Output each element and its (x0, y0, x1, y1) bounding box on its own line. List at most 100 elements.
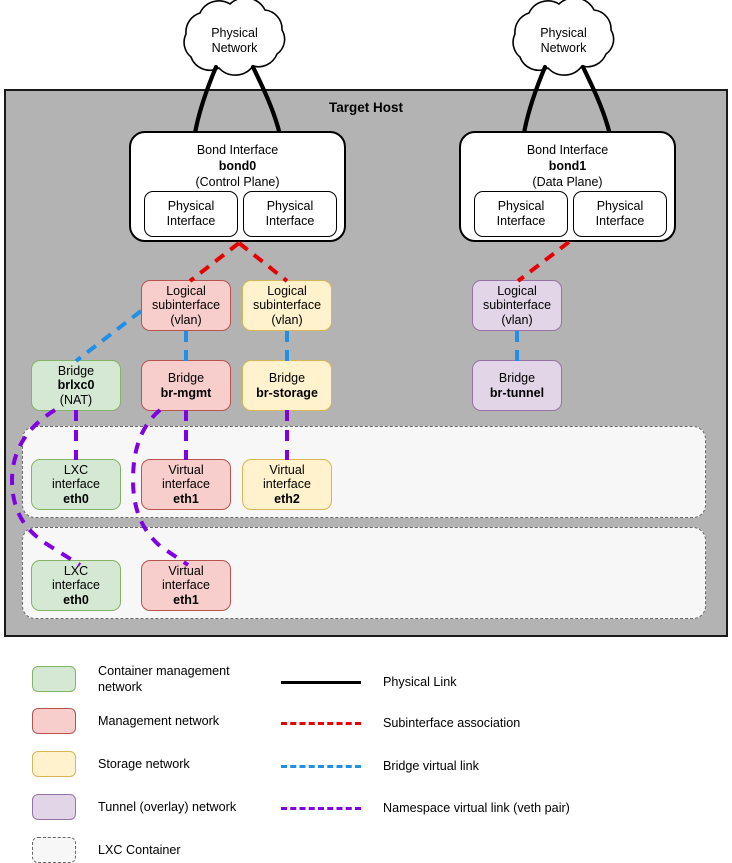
legend-label-tunnel: Tunnel (overlay) network (98, 799, 237, 814)
subif-storage-line2: subinterface (252, 298, 322, 313)
g2-if0-line1: LXC (63, 563, 89, 578)
bond0-phy2-line2: Interface (265, 214, 315, 228)
cloud-left-label: Physical Network (186, 26, 283, 56)
bond0-plane: (Control Plane) (195, 175, 280, 189)
bond1-title: Bond Interface bond1 (Data Plane) (461, 142, 674, 190)
lxc-interface-eth0-group1: LXC interface eth0 (31, 459, 121, 510)
g2-if1-line1: Virtual (168, 563, 204, 578)
legend-swatch-row-0: Container management network (32, 663, 230, 696)
legend-swatch-row-3: Tunnel (overlay) network (32, 794, 236, 820)
cloud-left-label-line2: Network (211, 41, 258, 55)
bridge-br-mgmt-name: br-mgmt (160, 385, 212, 400)
legend-label-container-management: Container management network (98, 663, 230, 696)
bond0-title: Bond Interface bond0 (Control Plane) (131, 142, 344, 190)
g2-if1-line2: interface (162, 578, 210, 593)
legend-swatch-row-2: Storage network (32, 751, 190, 777)
legend-line-bridge (281, 764, 361, 768)
legend-label-physical-link: Physical Link (383, 675, 457, 689)
bond1-physical-interface-1: Physical Interface (474, 191, 568, 237)
legend-swatch-container-management (32, 666, 76, 693)
g1-if2-line2: interface (263, 477, 311, 492)
bridge-br-storage-name: br-storage (256, 385, 318, 400)
bridge-br-tunnel: Bridge br-tunnel (472, 360, 562, 411)
cloud-right-label: Physical Network (515, 26, 612, 56)
bond0-phy1-line1: Physical (167, 199, 215, 213)
cloud-left-label-line1: Physical (211, 26, 258, 40)
bond1-phy1-line1: Physical (497, 199, 545, 213)
legend-swatch-management (32, 708, 76, 734)
legend-line-row-1: Subinterface association (281, 715, 520, 731)
g2-if0-line2: interface (52, 578, 100, 593)
legend-line-veth (281, 806, 361, 810)
legend-label-0-line1: Container management (98, 664, 230, 678)
legend-line-row-2: Bridge virtual link (281, 758, 479, 774)
g2-if1-dev: eth1 (173, 592, 199, 607)
legend-line-row-3: Namespace virtual link (veth pair) (281, 800, 570, 816)
bond1-name: bond1 (548, 159, 587, 173)
legend-swatch-row-1: Management network (32, 708, 219, 734)
legend: Container management network Management … (0, 645, 732, 863)
g1-if1-dev: eth1 (173, 491, 199, 506)
bond0-name: bond0 (218, 159, 257, 173)
bridge-brlxc0-name: brlxc0 (57, 378, 95, 393)
subif-storage-line3: (vlan) (271, 312, 303, 327)
bond1-phy2-line1: Physical (596, 199, 644, 213)
g1-if0-dev: eth0 (63, 491, 89, 506)
bond-interface-bond0: Bond Interface bond0 (Control Plane) Phy… (129, 131, 346, 242)
legend-label-bridge-virtual-link: Bridge virtual link (383, 759, 479, 773)
legend-label-namespace-virtual-link: Namespace virtual link (veth pair) (383, 801, 570, 815)
cloud-right-label-line2: Network (540, 41, 587, 55)
bridge-br-storage: Bridge br-storage (242, 360, 332, 411)
bridge-br-storage-kind: Bridge (268, 370, 306, 385)
lxc-interface-eth0-group2: LXC interface eth0 (31, 560, 121, 611)
subif-mgmt-line2: subinterface (151, 298, 221, 313)
g1-if1-line1: Virtual (168, 462, 204, 477)
target-host-title: Target Host (328, 100, 403, 115)
virtual-interface-eth2-group1: Virtual interface eth2 (242, 459, 332, 510)
subif-storage-line1: Logical (267, 283, 307, 298)
legend-line-subinterface (281, 721, 361, 725)
legend-label-management: Management network (98, 713, 220, 728)
g1-if0-line1: LXC (63, 462, 89, 477)
cloud-right-label-line1: Physical (540, 26, 587, 40)
subif-tunnel-line3: (vlan) (501, 312, 533, 327)
subif-tunnel-line2: subinterface (482, 298, 552, 313)
bridge-brlxc0: Bridge brlxc0 (NAT) (31, 360, 121, 411)
bond1-heading: Bond Interface (526, 143, 609, 157)
bond1-phy2-line2: Interface (595, 214, 645, 228)
bond0-physical-interface-2: Physical Interface (243, 191, 337, 237)
legend-swatch-tunnel (32, 794, 76, 820)
g2-if0-dev: eth0 (63, 592, 89, 607)
bond0-phy1-line2: Interface (166, 214, 216, 228)
logical-subinterface-mgmt: Logical subinterface (vlan) (141, 280, 231, 331)
bond1-physical-interface-2: Physical Interface (573, 191, 667, 237)
bond1-plane: (Data Plane) (532, 175, 603, 189)
legend-label-0-line2: network (98, 680, 143, 695)
logical-subinterface-tunnel: Logical subinterface (vlan) (472, 280, 562, 331)
g1-if1-line2: interface (162, 477, 210, 492)
g1-if2-dev: eth2 (274, 491, 300, 506)
subif-mgmt-line1: Logical (166, 283, 206, 298)
virtual-interface-eth1-group2: Virtual interface eth1 (141, 560, 231, 611)
legend-label-storage: Storage network (98, 756, 190, 771)
bond-interface-bond1: Bond Interface bond1 (Data Plane) Physic… (459, 131, 676, 242)
bond1-phy1-line2: Interface (496, 214, 546, 228)
bridge-brlxc0-note: (NAT) (59, 392, 93, 407)
lxc-container-group-other-services (22, 527, 706, 619)
legend-label-lxc-container: LXC Container (98, 842, 181, 857)
lxc-container-group-image-storage (22, 426, 706, 518)
legend-line-row-0: Physical Link (281, 674, 457, 690)
legend-label-subinterface-association: Subinterface association (383, 716, 521, 730)
bond0-heading: Bond Interface (196, 143, 279, 157)
bridge-br-tunnel-name: br-tunnel (489, 385, 545, 400)
legend-swatch-storage (32, 751, 76, 777)
bridge-br-mgmt: Bridge br-mgmt (141, 360, 231, 411)
logical-subinterface-storage: Logical subinterface (vlan) (242, 280, 332, 331)
subif-mgmt-line3: (vlan) (170, 312, 202, 327)
legend-swatch-lxc-container (32, 837, 76, 863)
virtual-interface-eth1-group1: Virtual interface eth1 (141, 459, 231, 510)
legend-line-physical (281, 680, 361, 684)
bridge-br-mgmt-kind: Bridge (167, 370, 205, 385)
g1-if2-line1: Virtual (269, 462, 305, 477)
